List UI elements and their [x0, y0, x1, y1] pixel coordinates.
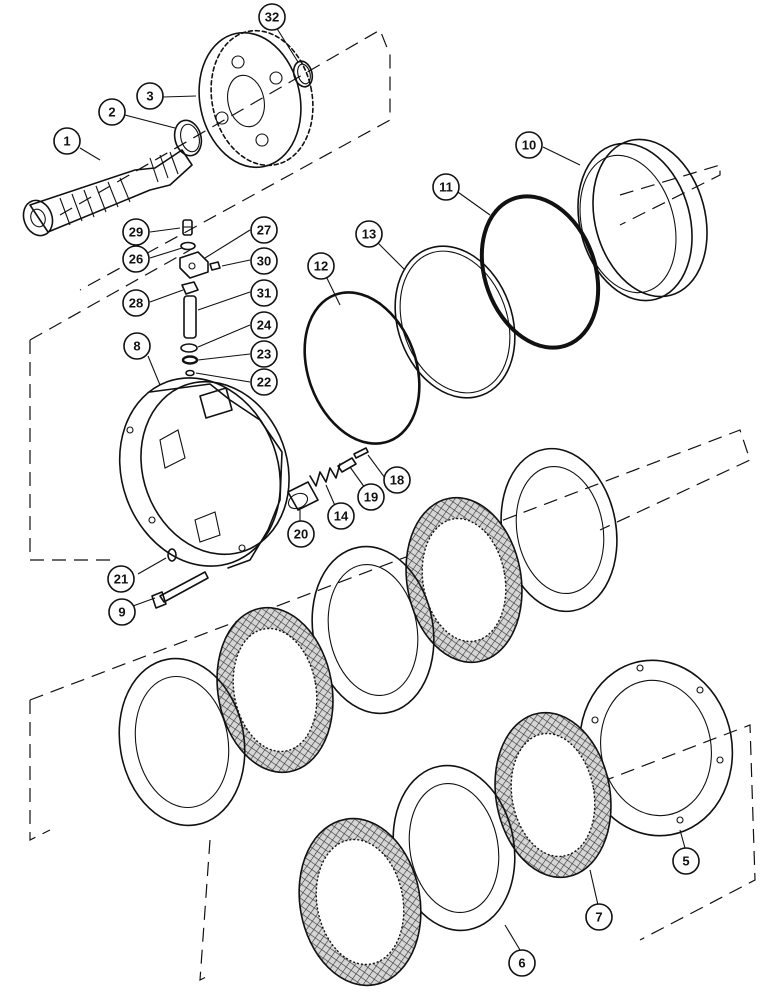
part-28-nut [181, 281, 199, 295]
svg-text:11: 11 [439, 180, 453, 195]
callout-11: 11 [432, 173, 460, 201]
svg-text:8: 8 [133, 339, 140, 354]
part-32-snap-ring [292, 60, 314, 88]
callout-29: 29 [122, 218, 150, 246]
part-2-washer [173, 119, 203, 157]
part-11-o-ring [479, 194, 601, 350]
clutch-disc-friction-upper-1 [405, 496, 523, 664]
svg-text:23: 23 [257, 347, 271, 362]
svg-text:2: 2 [108, 105, 115, 120]
svg-text:20: 20 [294, 527, 308, 542]
clutch-disc-friction-upper-2 [216, 606, 334, 774]
part-3-gear [198, 29, 314, 169]
callout-1: 1 [53, 127, 81, 155]
callout-13: 13 [355, 220, 383, 248]
callout-31: 31 [250, 279, 278, 307]
callout-19: 19 [357, 483, 385, 511]
svg-text:13: 13 [362, 227, 376, 242]
svg-text:14: 14 [334, 509, 349, 524]
leader-lines [79, 26, 686, 951]
assembly-frame-lower [29, 429, 756, 982]
part-10-piston [577, 138, 708, 302]
callout-7: 7 [585, 903, 613, 931]
part-20-sleeve [287, 481, 319, 511]
callout-2: 2 [98, 98, 126, 126]
svg-text:5: 5 [682, 854, 689, 869]
clutch-disc-friction-lower-2 [298, 817, 422, 987]
svg-text:24: 24 [257, 318, 272, 333]
callouts: 1 2 3 32 10 11 13 12 29 26 27 30 28 31 2… [53, 3, 700, 977]
svg-text:26: 26 [129, 252, 143, 267]
callout-32: 32 [258, 3, 286, 31]
assembly-frame-middle [29, 164, 721, 341]
callout-5: 5 [672, 847, 700, 875]
assembly-frame-upper [29, 29, 391, 561]
part-1-shaft [22, 149, 193, 237]
svg-text:3: 3 [146, 89, 153, 104]
callout-9: 9 [108, 598, 136, 626]
callout-22: 22 [250, 368, 278, 396]
part-30-set-screw [209, 261, 221, 271]
svg-text:18: 18 [390, 473, 404, 488]
svg-text:12: 12 [314, 259, 328, 274]
callout-30: 30 [250, 247, 278, 275]
svg-text:7: 7 [595, 910, 602, 925]
svg-text:1: 1 [63, 134, 70, 149]
part-23-o-ring [181, 355, 199, 365]
callout-18: 18 [383, 466, 411, 494]
part-22-ball [185, 369, 195, 377]
callout-20: 20 [287, 520, 315, 548]
callout-27: 27 [250, 216, 278, 244]
svg-text:28: 28 [129, 296, 143, 311]
svg-text:22: 22 [257, 375, 271, 390]
part-8-housing [118, 377, 290, 569]
part-7-friction-disc [494, 711, 612, 879]
part-31-pin [183, 295, 197, 339]
callout-24: 24 [250, 311, 278, 339]
callout-6: 6 [508, 949, 536, 977]
part-13-seal-ring [394, 245, 516, 399]
callout-12: 12 [307, 252, 335, 280]
callout-14: 14 [327, 502, 355, 530]
part-29-screw [182, 219, 193, 236]
part-14-spring [309, 463, 341, 487]
svg-text:10: 10 [522, 138, 536, 153]
part-26-washer [180, 241, 196, 251]
svg-text:21: 21 [114, 572, 128, 587]
callout-8: 8 [123, 332, 151, 360]
svg-text:32: 32 [265, 10, 279, 25]
part-24-washer [180, 343, 198, 353]
clutch-plate-steel-upper-3 [118, 657, 246, 827]
part-18-spring-pin [353, 447, 369, 459]
svg-text:9: 9 [118, 605, 125, 620]
callout-26: 26 [122, 245, 150, 273]
callout-21: 21 [107, 565, 135, 593]
callout-10: 10 [515, 131, 543, 159]
svg-text:29: 29 [129, 225, 143, 240]
svg-text:31: 31 [257, 286, 271, 301]
svg-text:6: 6 [518, 956, 525, 971]
part-9-bolt [151, 571, 209, 609]
callout-23: 23 [250, 340, 278, 368]
part-19-plunger [337, 457, 357, 473]
svg-text:19: 19 [364, 490, 378, 505]
svg-text:27: 27 [257, 223, 271, 238]
callout-3: 3 [136, 82, 164, 110]
svg-text:30: 30 [257, 254, 271, 269]
part-27-bracket [179, 251, 209, 279]
callout-28: 28 [122, 289, 150, 317]
part-21-washer [167, 548, 177, 562]
